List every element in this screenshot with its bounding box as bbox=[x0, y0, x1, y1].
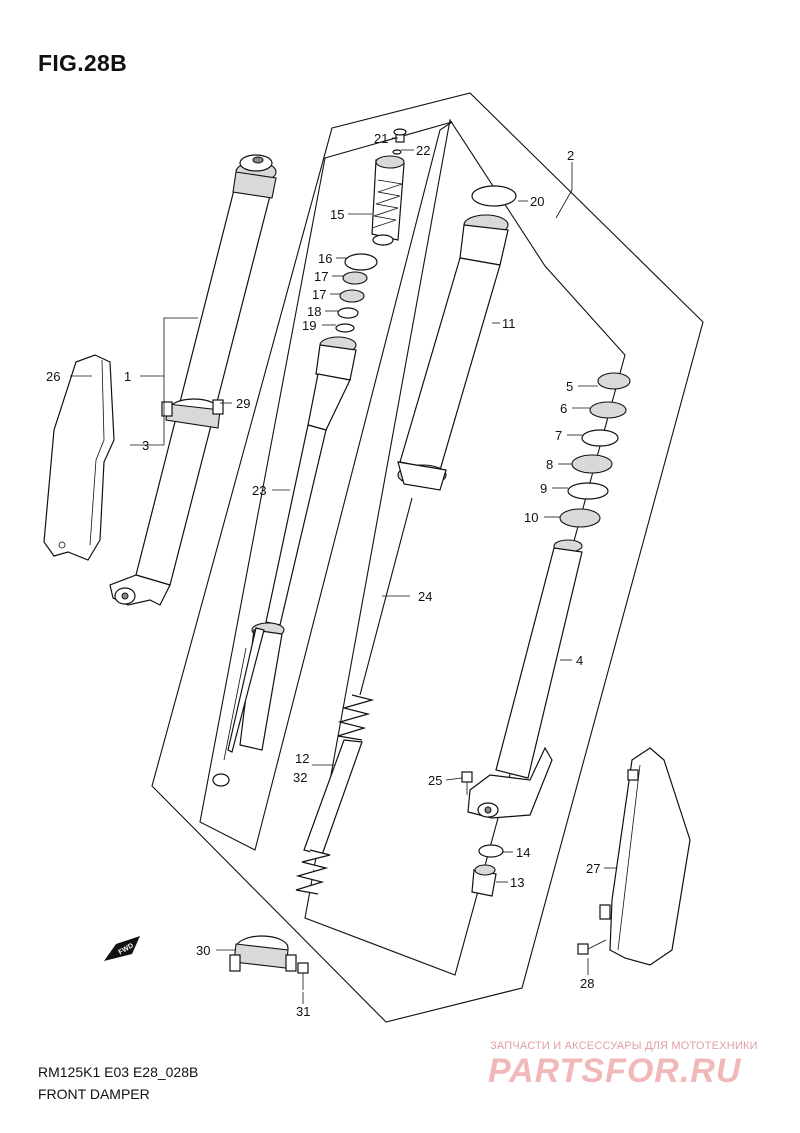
callout-3: 3 bbox=[142, 438, 149, 453]
inner-tube-lower bbox=[467, 539, 583, 819]
damper-rod-top-assembly bbox=[371, 128, 407, 246]
ring-16 bbox=[344, 253, 378, 271]
bolt-28 bbox=[577, 939, 607, 955]
callout-29: 29 bbox=[236, 396, 250, 411]
callout-20: 20 bbox=[530, 194, 544, 209]
callout-19: 19 bbox=[302, 318, 316, 333]
spacer-rod bbox=[359, 497, 413, 696]
model-code: RM125K1 E03 E28_028B bbox=[38, 1064, 199, 1080]
bushing-6 bbox=[589, 401, 627, 419]
washer-7 bbox=[581, 429, 619, 447]
center-bolt-13 bbox=[471, 864, 497, 897]
callout-24: 24 bbox=[418, 589, 432, 604]
assembly-outline-2 bbox=[151, 92, 704, 1023]
callout-12: 12 bbox=[295, 751, 309, 766]
dust-seal-10 bbox=[559, 508, 601, 528]
callout-25: 25 bbox=[428, 773, 442, 788]
callout-21: 21 bbox=[374, 131, 388, 146]
callout-9: 9 bbox=[540, 481, 547, 496]
fork-guard-right bbox=[599, 747, 691, 966]
stopper-ring-9 bbox=[567, 482, 609, 500]
callout-8: 8 bbox=[546, 457, 553, 472]
callout-5: 5 bbox=[566, 379, 573, 394]
callout-17a: 17 bbox=[314, 269, 328, 284]
assembly-outline-inner-left bbox=[199, 121, 453, 851]
bolt-25 bbox=[461, 771, 473, 795]
callout-17b: 17 bbox=[312, 287, 326, 302]
ring-17b bbox=[339, 289, 365, 303]
callout-15: 15 bbox=[330, 207, 344, 222]
callout-22: 22 bbox=[416, 143, 430, 158]
fork-guard-clamp bbox=[161, 398, 224, 429]
callout-10: 10 bbox=[524, 510, 538, 525]
clamp-30 bbox=[229, 935, 297, 972]
figure-title: FIG.28B bbox=[38, 50, 128, 76]
leader-lines bbox=[70, 137, 616, 1004]
damper-cylinder bbox=[212, 336, 357, 787]
callout-32: 32 bbox=[293, 770, 307, 785]
callout-6: 6 bbox=[560, 401, 567, 416]
figure-caption: FRONT DAMPER bbox=[38, 1086, 150, 1102]
callout-30: 30 bbox=[196, 943, 210, 958]
bolt-31 bbox=[297, 962, 309, 990]
outer-tube-assembly bbox=[109, 154, 277, 606]
ring-14 bbox=[478, 844, 504, 858]
callout-28: 28 bbox=[580, 976, 594, 991]
watermark-logo: PARTSFOR.RU bbox=[488, 1052, 742, 1090]
callout-13: 13 bbox=[510, 875, 524, 890]
ring-20 bbox=[471, 185, 517, 207]
bushing-5 bbox=[597, 372, 631, 390]
ring-17a bbox=[342, 271, 368, 285]
callout-16: 16 bbox=[318, 251, 332, 266]
spring-12-32 bbox=[295, 694, 375, 895]
callout-26: 26 bbox=[46, 369, 60, 384]
callout-27: 27 bbox=[586, 861, 600, 876]
callout-1: 1 bbox=[124, 369, 131, 384]
callout-14: 14 bbox=[516, 845, 530, 860]
fwd-arrow-icon: FWD bbox=[104, 936, 140, 961]
callout-31: 31 bbox=[296, 1004, 310, 1019]
callout-11: 11 bbox=[502, 316, 516, 331]
inner-tube bbox=[397, 214, 509, 491]
callout-4: 4 bbox=[576, 653, 583, 668]
callout-18: 18 bbox=[307, 304, 321, 319]
callout-7: 7 bbox=[555, 428, 562, 443]
callout-2: 2 bbox=[567, 148, 574, 163]
callout-23: 23 bbox=[252, 483, 266, 498]
fork-guard-left bbox=[43, 354, 115, 561]
ring-19 bbox=[335, 323, 355, 333]
ring-18 bbox=[337, 307, 359, 319]
watermark-tagline: ЗАПЧАСТИ И АКСЕССУАРЫ ДЛЯ МОТОТЕХНИКИ bbox=[490, 1040, 758, 1052]
oil-seal-8 bbox=[571, 454, 613, 474]
